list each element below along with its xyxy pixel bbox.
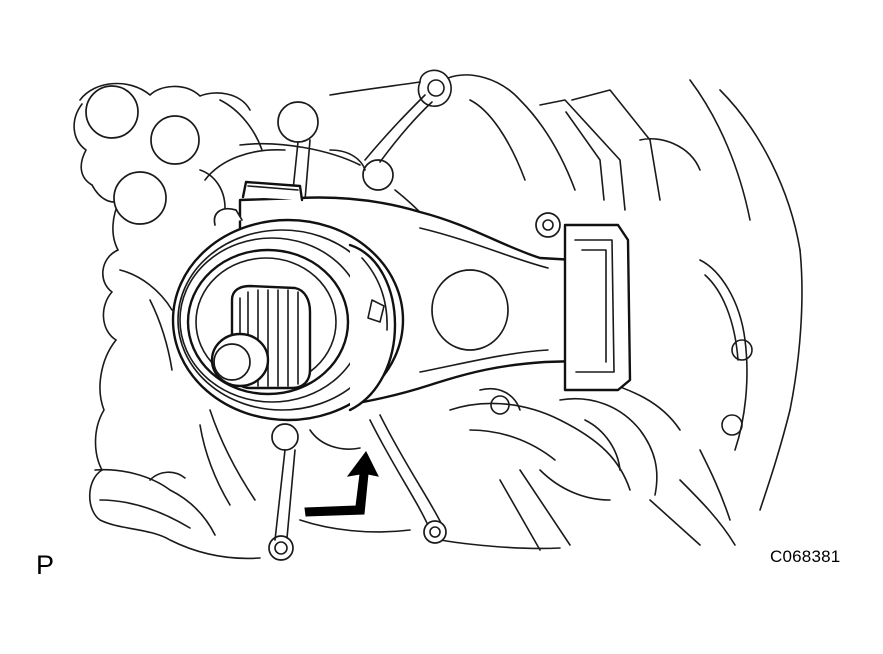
transmission-housing (73, 69, 803, 561)
figure-code: C068381 (770, 547, 841, 566)
input-shaft (210, 284, 312, 390)
view-marker: P (36, 550, 55, 580)
direction-arrow (304, 451, 379, 517)
